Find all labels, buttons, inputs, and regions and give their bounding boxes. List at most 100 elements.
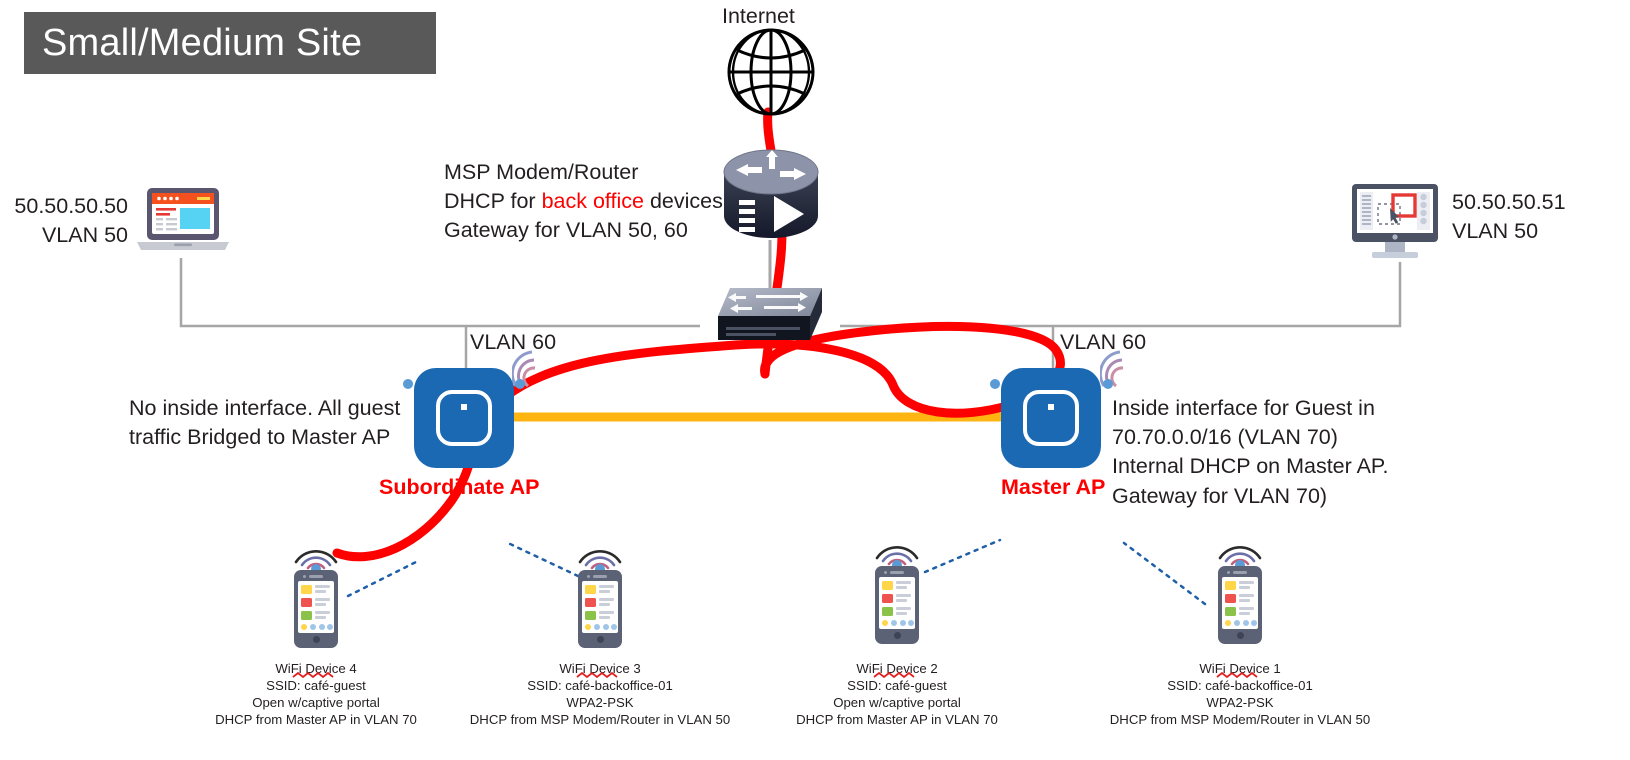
laptop-vlan: VLAN 50	[41, 223, 128, 248]
spellcheck-squiggle-icon	[576, 671, 618, 679]
wifi-signal-icon	[578, 549, 622, 572]
wifi-device-name: WiFi Device 3	[559, 661, 641, 676]
router-annotation-back-office-highlight: back office	[541, 189, 644, 214]
wifi-device-name: WiFi Device 1	[1199, 661, 1281, 676]
internet-label-wrap: Internet	[722, 2, 795, 31]
router-annotation-line-3: Gateway for VLAN 50, 60	[444, 218, 688, 243]
access-point-master[interactable]	[1001, 368, 1101, 468]
wifi-device-dhcp: DHCP from Master AP in VLAN 70	[796, 712, 998, 728]
wifi-device-dhcp: DHCP from Master AP in VLAN 70	[215, 712, 417, 728]
vlan-tag-master-wrap: VLAN 60	[1060, 328, 1146, 357]
phone-camera	[884, 571, 887, 574]
phone-screen	[1222, 577, 1258, 629]
wifi-device-3-label: WiFi Device 3 SSID: café-backoffice-01 W…	[400, 660, 800, 729]
assoc-phone2-master	[923, 538, 1002, 574]
phone-speaker	[890, 571, 904, 574]
router-annotation-line-1: MSP Modem/Router	[444, 160, 639, 184]
master-ap-note-line-1: Inside interface for Guest in	[1112, 396, 1375, 420]
internet-label: Internet	[722, 4, 795, 28]
page-title-banner: Small/Medium Site	[24, 12, 436, 74]
spellcheck-squiggle-icon	[292, 671, 334, 679]
vlan-tag-subordinate: VLAN 60	[470, 330, 557, 354]
wifi-device-dhcp: DHCP from MSP Modem/Router in VLAN 50	[469, 712, 731, 728]
access-point-led	[461, 404, 467, 410]
access-point-led	[1048, 404, 1054, 410]
access-point-inner-ring	[1023, 390, 1079, 446]
globe-icon	[727, 28, 815, 116]
subordinate-ap-note-line-1: No inside interface. All guest	[129, 396, 401, 420]
phone-screen	[582, 581, 618, 633]
wifi-arc-right-master-icon	[1100, 350, 1124, 389]
wifi-signal-icon	[1218, 545, 1262, 568]
wifi-device-ssid: SSID: café-backoffice-01	[527, 678, 673, 694]
wifi-device-name: WiFi Device 4	[275, 661, 357, 676]
phone-screen	[298, 581, 334, 633]
wifi-signal-icon	[294, 549, 338, 572]
spellcheck-squiggle-icon	[873, 671, 915, 679]
vlan-tag-subordinate-wrap: VLAN 60	[470, 328, 556, 357]
smartphone-icon	[1218, 566, 1262, 644]
subordinate-ap-name: Subordinate AP	[379, 475, 540, 499]
link-monitor-bus	[840, 262, 1402, 328]
phone-speaker	[309, 575, 323, 578]
master-ap-note-line-2: 70.70.0.0/16 (VLAN 70)	[1112, 425, 1338, 450]
master-ap-note-line-4: Gateway for VLAN 70)	[1112, 483, 1328, 508]
router-annotation-line-2: DHCP for back office devices	[444, 187, 723, 216]
assoc-phone4-subordinate	[346, 558, 422, 598]
wifi-device-1-label: WiFi Device 1 SSID: café-backoffice-01 W…	[1040, 660, 1440, 729]
wifi-device-ssid: SSID: café-guest	[266, 678, 366, 694]
monitor-ip: 50.50.50.51	[1452, 190, 1566, 214]
subordinate-ap-annotation: No inside interface. All guest traffic B…	[129, 394, 400, 452]
smartphone-icon	[578, 570, 622, 648]
router-annotation: MSP Modem/Router DHCP for back office de…	[444, 158, 723, 246]
wifi-device-ssid: SSID: café-guest	[847, 678, 947, 694]
access-point-inner-ring	[436, 390, 492, 446]
phone-camera	[587, 575, 590, 578]
assoc-phone3-subordinate	[506, 541, 580, 578]
router-annotation-line-2-prefix: DHCP for	[444, 189, 542, 214]
master-ap-name: Master AP	[1001, 475, 1106, 499]
smartphone-icon	[294, 570, 338, 648]
wifi-device-security: WPA2-PSK	[1206, 695, 1274, 711]
laptop-icon	[137, 188, 229, 250]
laptop-annotation: 50.50.50.50 VLAN 50	[8, 192, 128, 250]
wifi-device-4-label: WiFi Device 4 SSID: café-guest Open w/ca…	[116, 660, 516, 729]
subordinate-ap-name-wrap: Subordinate AP	[379, 473, 539, 502]
assoc-phone1-master	[1122, 541, 1207, 606]
router-annotation-line-2-suffix: devices	[643, 189, 723, 214]
phone-home-button	[1236, 632, 1244, 639]
router-icon	[723, 149, 819, 238]
desktop-monitor-icon	[1352, 184, 1438, 258]
page-title: Small/Medium Site	[42, 22, 363, 64]
wifi-arc-left-subordinate-icon	[403, 379, 413, 389]
monitor-vlan: VLAN 50	[1452, 219, 1539, 244]
smartphone-icon	[875, 566, 919, 644]
vlan-tag-master: VLAN 60	[1060, 330, 1147, 354]
phone-camera	[303, 575, 306, 578]
master-ap-name-wrap: Master AP	[1001, 473, 1105, 502]
spellcheck-squiggle-icon	[1216, 671, 1258, 679]
phone-home-button	[893, 632, 901, 639]
laptop-ip: 50.50.50.50	[14, 194, 128, 218]
access-point-subordinate[interactable]	[414, 368, 514, 468]
wifi-device-security: WPA2-PSK	[566, 695, 634, 711]
wifi-device-security: Open w/captive portal	[252, 695, 380, 711]
wifi-device-ssid: SSID: café-backoffice-01	[1167, 678, 1313, 694]
wifi-device-name: WiFi Device 2	[856, 661, 938, 676]
wifi-arc-left-master-icon	[990, 379, 1000, 389]
phone-speaker	[1233, 571, 1247, 574]
monitor-annotation: 50.50.50.51 VLAN 50	[1452, 188, 1566, 246]
phone-camera	[1227, 571, 1230, 574]
phone-home-button	[312, 636, 320, 643]
phone-speaker	[593, 575, 607, 578]
subordinate-ap-note-line-2: traffic Bridged to Master AP	[129, 425, 391, 450]
wifi-arc-right-subordinate-icon	[512, 350, 536, 389]
wifi-signal-icon	[875, 545, 919, 568]
switch-icon	[718, 288, 822, 340]
wifi-device-dhcp: DHCP from MSP Modem/Router in VLAN 50	[1109, 712, 1371, 728]
wifi-device-2-label: WiFi Device 2 SSID: café-guest Open w/ca…	[697, 660, 1097, 729]
master-ap-annotation: Inside interface for Guest in 70.70.0.0/…	[1112, 394, 1388, 511]
phone-home-button	[596, 636, 604, 643]
link-laptop-bus	[179, 258, 700, 328]
